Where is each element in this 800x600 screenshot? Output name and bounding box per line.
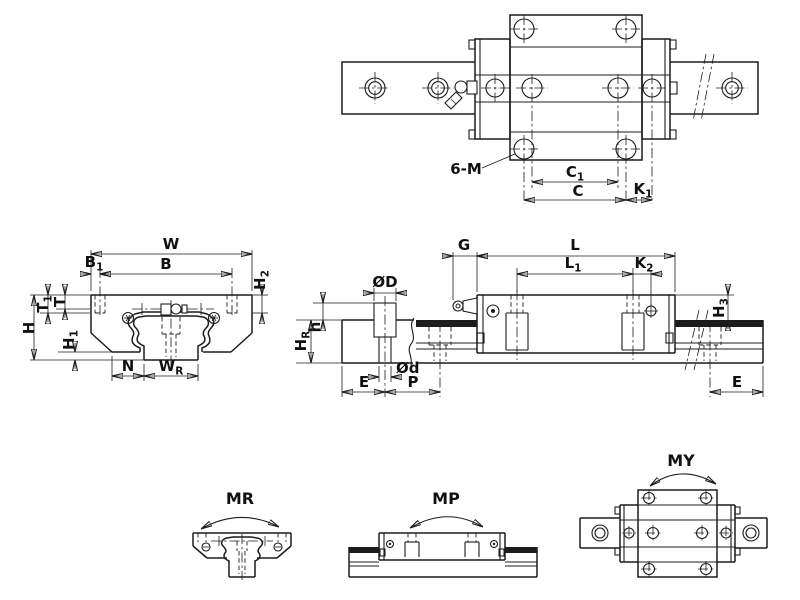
block-side	[452, 290, 676, 364]
rail-section	[132, 300, 210, 366]
dim-label-h2: H2	[251, 270, 272, 290]
dim-label-c: C	[572, 182, 583, 200]
rail-break-line	[692, 53, 715, 122]
moment-label-mp: MP	[432, 489, 460, 508]
grease-nipple-side	[452, 297, 478, 315]
top-view: C1 C K1 6-M	[341, 14, 759, 204]
side-grease-port	[486, 304, 500, 318]
rail-plan	[341, 53, 759, 122]
cross-section-dimensions: W B1 B H2 T T1 H H	[20, 235, 272, 381]
dim-label-n: N	[122, 357, 135, 375]
dim-label-b: B	[160, 255, 171, 273]
dim-label-h1: H1	[60, 330, 81, 350]
dim-label-wr: WR	[159, 357, 184, 378]
moment-my: MY	[579, 451, 768, 578]
side-view: G L L1 K2 H3 ØD h	[292, 236, 764, 397]
dim-label-p: P	[408, 373, 419, 391]
dim-label-dia-minor: Ød	[396, 359, 420, 377]
dim-label-g: G	[458, 236, 470, 254]
grease-nipple-plan	[444, 80, 478, 110]
callout-6m: 6-M	[450, 160, 482, 178]
moment-mr: MR	[192, 489, 292, 580]
moment-diagrams: MR MP	[192, 451, 768, 580]
dim-label-l1: L1	[565, 254, 582, 275]
callout-leader	[481, 153, 516, 169]
moment-label-mr: MR	[226, 489, 254, 508]
ball-groove-symbol	[121, 311, 221, 325]
dim-label-h-bolt: h	[306, 322, 324, 333]
dim-label-l: L	[570, 236, 580, 254]
side-port	[669, 81, 678, 95]
dim-label-h: H	[20, 322, 38, 335]
dim-label-e-left: E	[359, 373, 369, 391]
rotation-arrow	[410, 516, 483, 528]
dim-label-k2: K2	[635, 254, 654, 275]
rail-break-line	[684, 309, 700, 371]
cross-section-view: W B1 B H2 T T1 H H	[20, 235, 272, 381]
moment-label-my: MY	[667, 451, 695, 470]
dim-label-e-right: E	[732, 373, 742, 391]
dim-label-b1: B1	[85, 253, 104, 274]
dim-label-t: T	[51, 296, 69, 307]
dim-label-hr: HR	[292, 331, 313, 352]
rail-side	[416, 309, 764, 397]
dim-label-w: W	[163, 235, 180, 253]
dim-label-dia-major: ØD	[372, 273, 397, 291]
grease-nipple-section	[160, 303, 188, 316]
dim-label-k1: K1	[634, 180, 653, 201]
top-view-dimensions: C1 C K1 6-M	[450, 74, 652, 204]
dim-label-h3: H3	[710, 298, 731, 318]
block-plan	[444, 14, 678, 161]
rail-bolt-detail	[341, 296, 415, 397]
moment-mp: MP	[348, 489, 538, 578]
rotation-arrow	[201, 516, 279, 529]
dim-label-t1: T1	[34, 295, 55, 313]
endcap-screw-symbol	[644, 304, 658, 318]
dim-label-c1: C1	[566, 163, 584, 184]
side-view-dimensions: G L L1 K2 H3 ØD h	[292, 236, 764, 397]
rail-break-wave	[408, 317, 415, 366]
rotation-arrow	[650, 473, 716, 486]
